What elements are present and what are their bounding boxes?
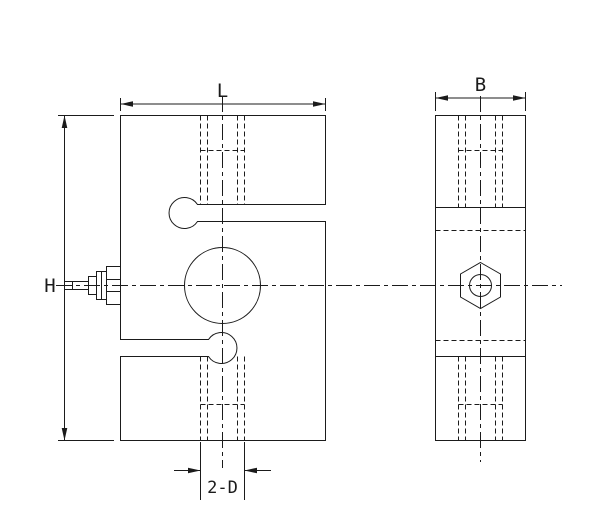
dim-label-height: H <box>44 275 55 297</box>
dimension-height: H <box>44 115 114 441</box>
side-bottom-hidden-lines <box>458 356 503 441</box>
dimension-holes: 2-D <box>174 442 271 500</box>
dim-label-depth: B <box>475 74 486 96</box>
side-view <box>435 96 526 462</box>
top-threaded-hole-hidden-lines <box>200 115 245 205</box>
bottom-threaded-hole-hidden-lines <box>200 356 245 441</box>
dimension-depth: B <box>435 74 526 111</box>
front-view <box>64 96 326 468</box>
s-body-outline <box>120 115 326 441</box>
cable-connector <box>64 266 121 305</box>
dim-label-holes: 2-D <box>207 478 238 498</box>
dim-label-length: L <box>217 80 228 102</box>
side-top-hidden-lines <box>458 115 503 208</box>
dimension-length: L <box>120 80 326 111</box>
connector-nut <box>106 266 121 305</box>
